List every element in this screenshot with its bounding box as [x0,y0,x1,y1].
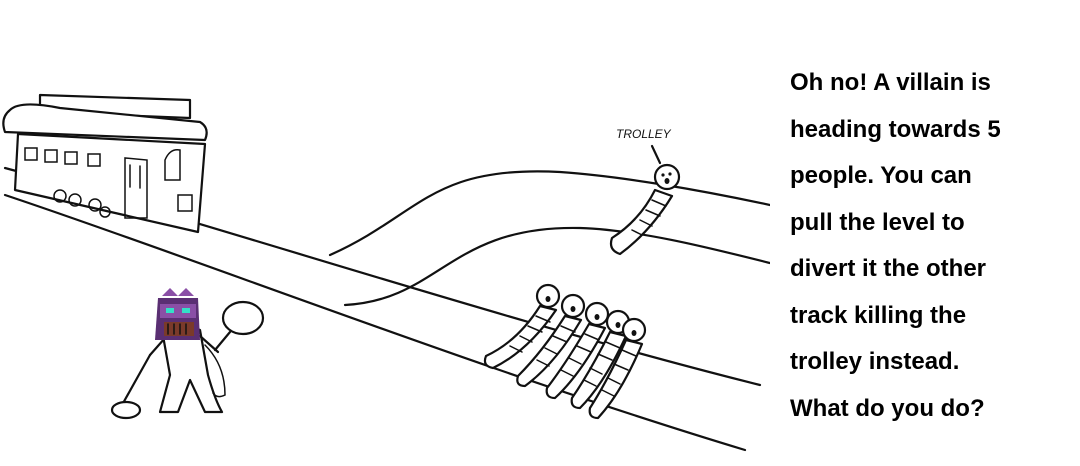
caption-line: people. You can [790,162,972,189]
villain-head [155,288,200,340]
trolley-problem-scene: TROLLEY [2,93,770,452]
trolley-label: TROLLEY [616,127,672,141]
caption-line: divert it the other [790,255,987,282]
caption-line: Oh no! A villain is [790,69,991,96]
caption-line: heading towards 5 [790,115,1001,143]
lever-puller [110,300,265,420]
caption-line: pull the level to [790,208,965,236]
trolley-car [2,93,208,234]
person-on-branch-track [609,144,681,256]
branch-track [328,170,770,307]
caption-line: What do you do? [790,394,985,422]
caption: Oh no! A villain is heading towards 5 pe… [790,60,1072,432]
five-people-on-main-track [483,283,647,420]
caption-line: trolley instead. [790,348,960,375]
caption-line: track killing the [790,301,967,329]
